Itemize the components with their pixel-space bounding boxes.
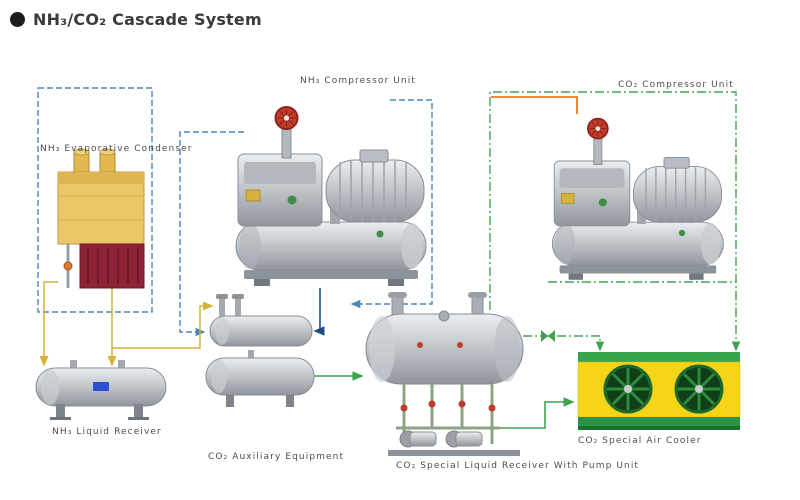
diagram-header: NH₃/CO₂ Cascade System xyxy=(10,10,262,29)
nh3-liquid-receiver xyxy=(35,360,167,420)
valve-icon xyxy=(488,404,496,412)
label-evaporative-condenser: NH₃ Evaporative Condenser xyxy=(40,144,193,154)
pump-unit xyxy=(399,430,483,448)
nh3-return-pipe xyxy=(350,99,433,309)
co2-special-air-cooler xyxy=(577,352,741,430)
condenser-loop-pipe xyxy=(37,87,153,313)
co2-suction-loop-pipe xyxy=(489,91,741,352)
label-co2-special-air-cooler: CO₂ Special Air Cooler xyxy=(578,436,702,446)
valve-icon xyxy=(428,400,436,408)
label-co2-compressor: CO₂ Compressor Unit xyxy=(618,80,734,90)
co2-liquid-pipes xyxy=(314,371,575,429)
nh3-evaporative-condenser xyxy=(57,148,145,289)
co2-auxiliary-equipment xyxy=(205,294,315,407)
label-co2-special-liquid-receiver: CO₂ Special Liquid Receiver With Pump Un… xyxy=(396,461,640,471)
condenser-valve-icon xyxy=(63,261,73,271)
nh3-suction-pipe xyxy=(179,131,244,337)
label-nh3-compressor: NH₃ Compressor Unit xyxy=(300,76,416,86)
fan-icon xyxy=(674,364,724,414)
fan-icon xyxy=(603,364,653,414)
co2-discharge-pipe xyxy=(491,96,578,114)
co2-compressor-unit xyxy=(551,117,725,281)
page-title: NH₃/CO₂ Cascade System xyxy=(33,10,262,29)
label-nh3-liquid-receiver: NH₃ Liquid Receiver xyxy=(52,427,162,437)
valve-icon xyxy=(458,400,466,408)
co2-special-liquid-receiver xyxy=(365,292,524,456)
nh3-compressor-unit xyxy=(235,106,427,287)
valve-icon xyxy=(400,404,408,412)
co2-cooler-return-pipe xyxy=(523,335,605,352)
nh3-liquid-pipes xyxy=(39,281,214,367)
receiver-sightglass xyxy=(93,382,109,391)
nh3-gas-pipes xyxy=(37,87,433,337)
valve-icon xyxy=(541,330,555,342)
nh3-discharge-pipe xyxy=(313,288,325,336)
bullet-icon xyxy=(10,12,25,27)
label-co2-auxiliary-equipment: CO₂ Auxiliary Equipment xyxy=(208,452,345,462)
